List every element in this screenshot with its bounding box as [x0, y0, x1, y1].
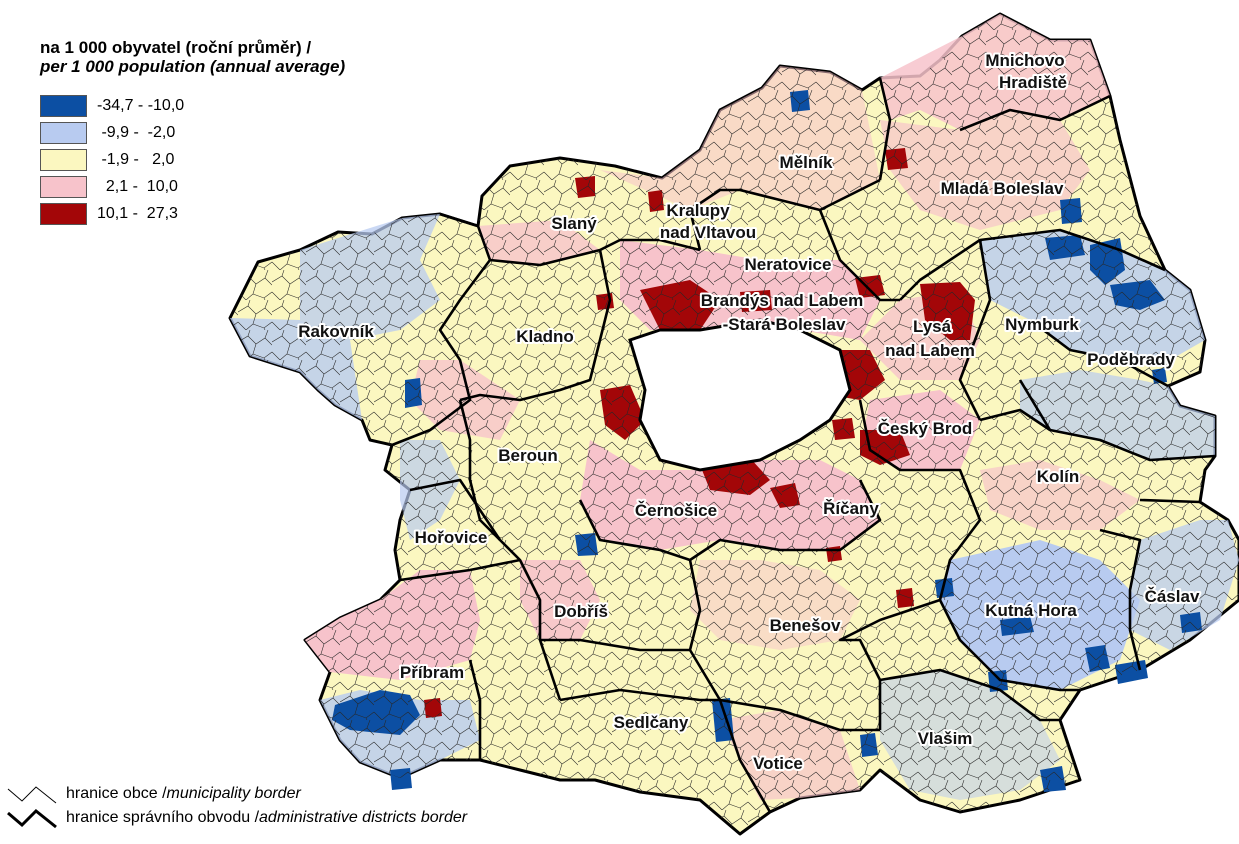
thin-line-icon [7, 786, 57, 804]
label-kolin: Kolín [1037, 467, 1080, 486]
label-caslav: Čáslav [1145, 587, 1200, 606]
label-vlasim: Vlašim [918, 729, 973, 748]
label-mnichovo: Mnichovo [985, 51, 1064, 70]
legend-item: -1,9 - 2,0 [40, 146, 184, 173]
legend-label: 10,1 - 27,3 [97, 204, 178, 222]
legend-label: -1,9 - 2,0 [97, 150, 175, 168]
thick-line-icon [7, 808, 57, 829]
label-votice: Votice [753, 754, 803, 773]
district-labels: Mnichovo Hradiště Mělník Mladá Boleslav … [296, 49, 1202, 775]
label-lysa: Lysá [913, 317, 952, 336]
label-kralupy: Kralupy [666, 201, 730, 220]
label-sedlcany: Sedlčany [614, 713, 689, 732]
municipality-border-label-cz: hranice obce / [66, 785, 167, 802]
district-border-legend: hranice správního obvodu / administrativ… [6, 806, 467, 830]
label-nad-labem: nad Labem [885, 341, 975, 360]
label-podebrady: Poděbrady [1087, 350, 1175, 369]
legend-swatch [40, 175, 87, 198]
label-horovice: Hořovice [415, 528, 488, 547]
municipality-border-label-en: municipality border [166, 785, 301, 802]
label-ricany: Říčany [823, 499, 879, 518]
legend-label: -9,9 - -2,0 [97, 123, 176, 141]
legend-swatch [40, 94, 87, 117]
legend-label: -34,7 - -10,0 [97, 96, 185, 114]
legend-item: -34,7 - -10,0 [40, 92, 184, 119]
label-nad-vltavou: nad Vltavou [660, 223, 756, 242]
label-nymburk: Nymburk [1005, 315, 1079, 334]
prague-hole [628, 318, 852, 472]
legend-swatch [40, 202, 87, 225]
label-dobris: Dobříš [554, 602, 608, 621]
label-benesov: Benešov [770, 616, 841, 635]
label-melnik: Mělník [780, 153, 833, 172]
label-cesky-brod: Český Brod [878, 419, 972, 438]
district-border-label-en: administrative districts border [259, 809, 468, 826]
label-hradiste: Hradiště [999, 73, 1067, 92]
legend-title: na 1 000 obyvatel (roční průměr) / per 1… [40, 38, 345, 76]
label-stara-boleslav: -Stará Boleslav [723, 315, 846, 334]
label-rakovnik: Rakovník [298, 322, 374, 341]
label-cernosice: Černošice [635, 501, 717, 520]
district-borders [391, 77, 1216, 813]
legend-item: -9,9 - -2,0 [40, 119, 184, 146]
district-border-label-cz: hranice správního obvodu / [66, 809, 260, 826]
legend-swatch [40, 148, 87, 171]
border-legend: hranice obce / municipality border hrani… [6, 782, 467, 830]
label-brandys: Brandýs nad Labem [701, 291, 864, 310]
legend-swatch [40, 121, 87, 144]
label-mlada-boleslav: Mladá Boleslav [941, 179, 1064, 198]
legend-label: 2,1 - 10,0 [97, 177, 178, 195]
legend-title-cz: na 1 000 obyvatel (roční průměr) / [40, 38, 312, 57]
label-pribram: Příbram [400, 663, 464, 682]
label-kladno: Kladno [516, 327, 574, 346]
label-neratovice: Neratovice [745, 255, 832, 274]
label-slany: Slaný [551, 214, 597, 233]
legend-item: 10,1 - 27,3 [40, 200, 184, 227]
label-beroun: Beroun [498, 446, 558, 465]
municipality-border-legend: hranice obce / municipality border [6, 782, 467, 806]
legend-title-en: per 1 000 population (annual average) [40, 57, 346, 76]
legend: -34,7 - -10,0 -9,9 - -2,0 -1,9 - 2,0 2,1… [40, 92, 184, 227]
label-kutna-hora: Kutná Hora [985, 601, 1077, 620]
legend-item: 2,1 - 10,0 [40, 173, 184, 200]
